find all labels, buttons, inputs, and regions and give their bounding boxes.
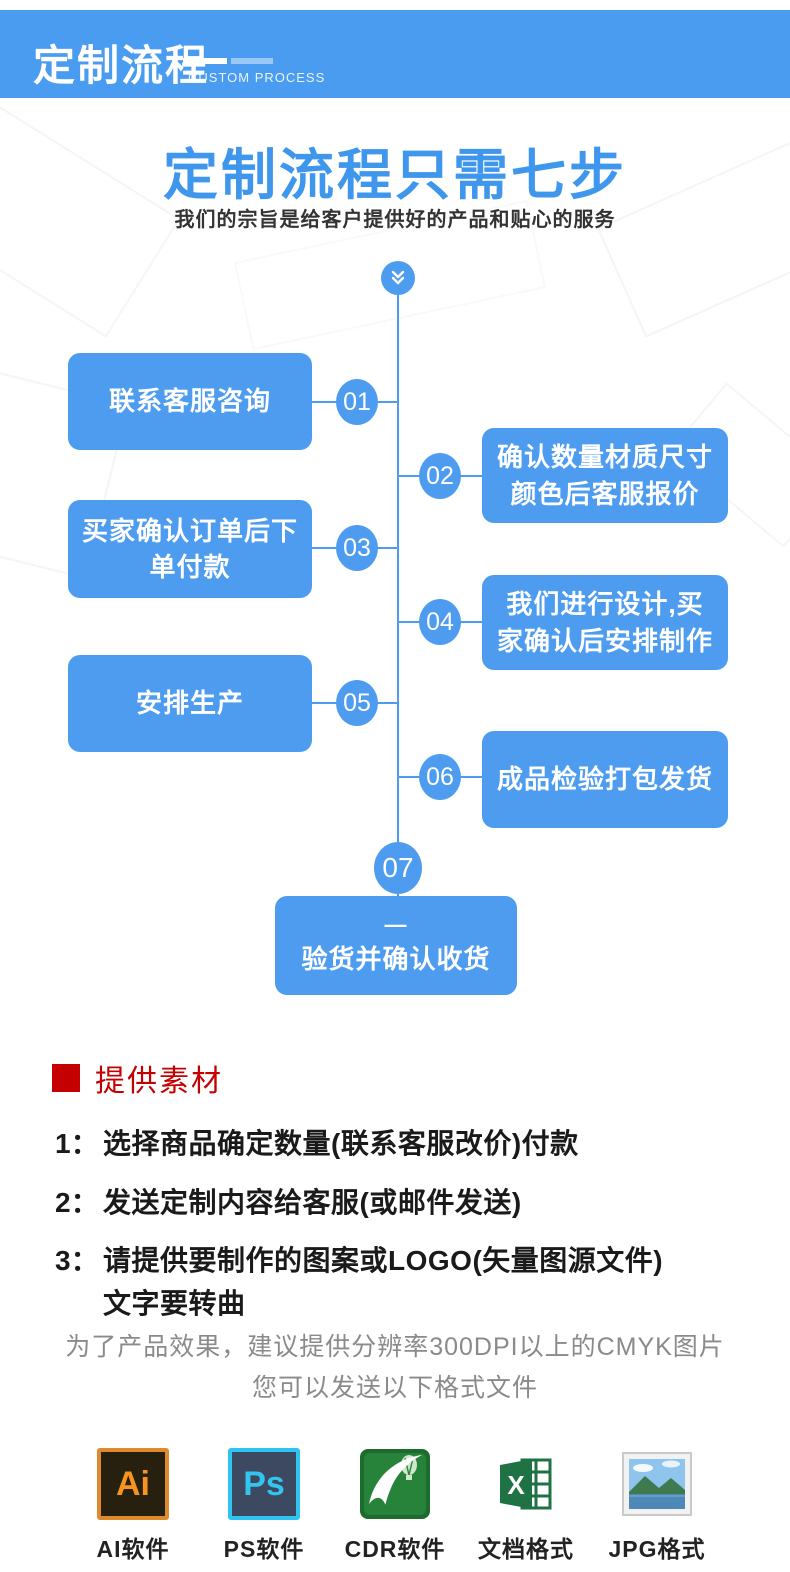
ai-icon-badge: Ai: [116, 1464, 150, 1503]
ai-icon: Ai: [97, 1448, 169, 1520]
flow-step-number-6: 06: [419, 754, 461, 800]
flow-step-number-2: 02: [419, 453, 461, 499]
decorative-dash: [183, 58, 227, 64]
flow-step-number-1: 01: [336, 379, 378, 425]
file-formats-row: Ai AI软件 Ps PS软件 CDR软件: [72, 1448, 718, 1564]
ps-icon-badge: Ps: [243, 1464, 285, 1503]
item-number: 1：: [55, 1128, 99, 1159]
flow-step-label: 成品检验打包发货: [496, 764, 713, 795]
flow-step-box-3: 买家确认订单后下单付款: [68, 500, 312, 598]
excel-icon-letter: X: [507, 1470, 525, 1500]
format-label: CDR软件: [344, 1536, 446, 1562]
header-band: 定制流程 CUSTOM PROCESS: [0, 10, 790, 98]
flow-step-number-4: 04: [419, 599, 461, 645]
item-text-line2: 文字要转曲: [103, 1288, 246, 1320]
format-label: PS软件: [223, 1536, 305, 1562]
resolution-note: 为了产品效果，建议提供分辨率300DPI以上的CMYK图片 您可以发送以下格式文…: [0, 1327, 790, 1410]
flow-step-box-6: 成品检验打包发货: [482, 731, 728, 828]
item-text: 选择商品确定数量(联系客服改价)付款: [103, 1128, 579, 1159]
flow-vertical-line: [397, 278, 399, 896]
flow-step-label: 确认数量材质尺寸颜色后客服报价: [496, 442, 713, 509]
format-doc: X 文档格式: [465, 1448, 587, 1564]
materials-heading: 提供素材: [52, 1056, 223, 1100]
materials-item-1: 1： 选择商品确定数量(联系客服改价)付款: [55, 1122, 579, 1165]
flow-step-box-5: 安排生产: [68, 655, 312, 752]
format-cdr: CDR软件: [334, 1448, 456, 1564]
flow-step-number-5: 05: [336, 680, 378, 726]
materials-item-3: 3： 请提供要制作的图案或LOGO(矢量图源文件) 文字要转曲: [55, 1239, 663, 1326]
page-title: 定制流程只需七步: [162, 144, 627, 206]
decorative-dash-light: [231, 58, 273, 64]
format-label: JPG格式: [608, 1536, 706, 1562]
header-subtitle: CUSTOM PROCESS: [188, 70, 326, 85]
flow-step-number-3: 03: [336, 525, 378, 571]
format-label: 文档格式: [478, 1536, 574, 1562]
item-text-line1: 请提供要制作的图案或LOGO(矢量图源文件): [103, 1245, 664, 1276]
format-ps: Ps PS软件: [203, 1448, 325, 1564]
header-title: 定制流程: [33, 42, 210, 89]
page-subtitle: 我们的宗旨是给客户提供好的产品和贴心的服务: [174, 209, 616, 231]
flow-step-dash: —: [384, 912, 408, 938]
flow-step-label: 买家确认订单后下单付款: [81, 515, 298, 582]
item-number: 3：: [55, 1245, 99, 1276]
materials-title: 提供素材: [95, 1065, 223, 1098]
cdr-icon: [359, 1448, 431, 1520]
flow-step-label: 我们进行设计,买家确认后安排制作: [496, 589, 713, 656]
flow-step-number-7: 07: [374, 842, 422, 894]
flow-step-box-4: 我们进行设计,买家确认后安排制作: [482, 575, 728, 670]
materials-item-2: 2： 发送定制内容给客服(或邮件发送): [55, 1181, 522, 1224]
item-number: 2：: [55, 1187, 99, 1218]
ps-icon: Ps: [228, 1448, 300, 1520]
item-text: 请提供要制作的图案或LOGO(矢量图源文件) 文字要转曲: [103, 1239, 663, 1326]
flow-step-box-7: — 验货并确认收货: [275, 896, 517, 995]
red-square-bullet: [52, 1064, 80, 1092]
note-line2: 您可以发送以下格式文件: [251, 1374, 538, 1403]
format-label: AI软件: [96, 1536, 170, 1562]
jpg-icon: [621, 1448, 693, 1520]
note-line1: 为了产品效果，建议提供分辨率300DPI以上的CMYK图片: [65, 1333, 725, 1361]
format-ai: Ai AI软件: [72, 1448, 194, 1564]
flow-step-box-2: 确认数量材质尺寸颜色后客服报价: [482, 428, 728, 523]
flow-step-label: 安排生产: [135, 688, 244, 719]
format-jpg: JPG格式: [596, 1448, 718, 1564]
item-text: 发送定制内容给客服(或邮件发送): [103, 1187, 522, 1218]
excel-icon: X: [490, 1448, 562, 1520]
flow-step-label: 联系客服咨询: [108, 386, 271, 417]
flow-step-label: 验货并确认收货: [301, 944, 491, 975]
chevron-double-down-icon: [381, 261, 415, 295]
flow-step-box-1: 联系客服咨询: [68, 353, 312, 450]
